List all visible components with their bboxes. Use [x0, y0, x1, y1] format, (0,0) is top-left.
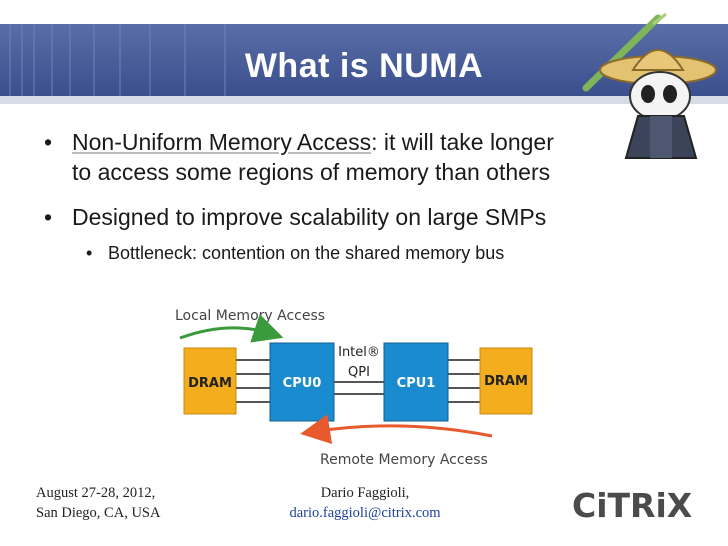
bullet-dot: •: [86, 243, 93, 263]
local-access-arrow: [179, 314, 284, 343]
dram-left: [183, 347, 237, 415]
bullet-dot: •: [44, 129, 53, 155]
footer-date-location: August 27-28, 2012, San Diego, CA, USA: [36, 483, 160, 523]
cpu1-box: [383, 342, 449, 422]
cpu1-label: CPU1: [397, 376, 436, 391]
bullet-dot: •: [44, 204, 53, 230]
local-access-label: Local Memory Access: [175, 308, 325, 324]
bullet-text-line2: to access some regions of memory than ot…: [72, 159, 551, 185]
cpu0-label: CPU0: [283, 376, 322, 391]
bullet-text: Designed to improve scalability on large…: [72, 204, 547, 230]
dram-left-label: DRAM: [188, 376, 232, 391]
sub-bullet-bottleneck: • Bottleneck: contention on the shared m…: [86, 240, 505, 266]
bullet-text: : it will take longer: [371, 129, 554, 155]
citrix-logo: CiTRiX: [572, 486, 692, 524]
bullet-numa-definition: • Non-Uniform Memory Access: it will tak…: [44, 127, 632, 187]
slide-title: What is NUMA: [244, 47, 484, 85]
panda-mascot-icon: [582, 12, 717, 159]
author-email[interactable]: dario.faggioli@citrix.com: [289, 505, 441, 521]
dram-right: [479, 347, 533, 415]
citrix-logo-text: CiTRiX: [572, 486, 692, 524]
qpi-label: QPI: [348, 365, 370, 380]
remote-access-label: Remote Memory Access: [320, 452, 488, 468]
footer-author: Dario Faggioli, dario.faggioli@citrix.co…: [270, 483, 460, 523]
bullet-scalability: • Designed to improve scalability on lar…: [44, 202, 632, 232]
remote-access-arrow: [300, 414, 493, 444]
footer-date: August 27-28, 2012,: [36, 485, 156, 501]
dram-right-label: DRAM: [484, 374, 528, 389]
footer-location: San Diego, CA, USA: [36, 505, 161, 521]
author-name: Dario Faggioli,: [320, 485, 410, 501]
header-banner: [0, 0, 728, 104]
intel-label: Intel®: [338, 345, 380, 360]
numa-term: Non-Uniform Memory Access: [72, 129, 372, 155]
sub-bullet-text: Bottleneck: contention on the shared mem…: [108, 243, 505, 263]
numa-diagram: Local Memory Access DRAM CPU0 Intel® QPI…: [175, 308, 533, 468]
